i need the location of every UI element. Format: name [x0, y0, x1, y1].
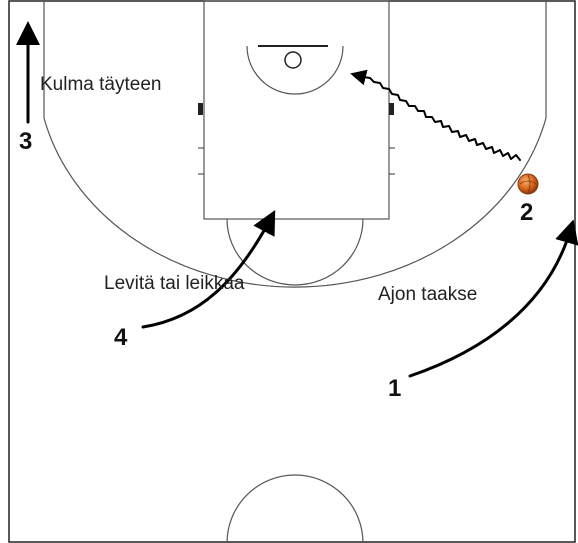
- player-1-cut-arrow: [408, 219, 578, 378]
- label-drive-back: Ajon taakse: [378, 284, 477, 305]
- label-spread-or-cut: Levitä tai leikkaa: [104, 273, 245, 294]
- player-4-number: 4: [114, 324, 128, 351]
- label-corner-fill: Kulma täyteen: [40, 74, 161, 95]
- three-point-line: [43, 1, 547, 288]
- lane-hash-marks: [198, 103, 395, 175]
- player-3-number: 3: [19, 128, 32, 155]
- player-4-cut-arrow: [141, 210, 276, 329]
- rim: [284, 51, 302, 69]
- paint-key: [203, 0, 390, 220]
- player-2-number: 2: [520, 199, 533, 226]
- free-throw-circle: [226, 218, 364, 286]
- basketball-icon: [517, 173, 539, 195]
- center-circle: [226, 474, 364, 543]
- player-1-number: 1: [388, 375, 401, 402]
- dribble-path: [350, 69, 521, 161]
- restricted-arc: [246, 45, 344, 95]
